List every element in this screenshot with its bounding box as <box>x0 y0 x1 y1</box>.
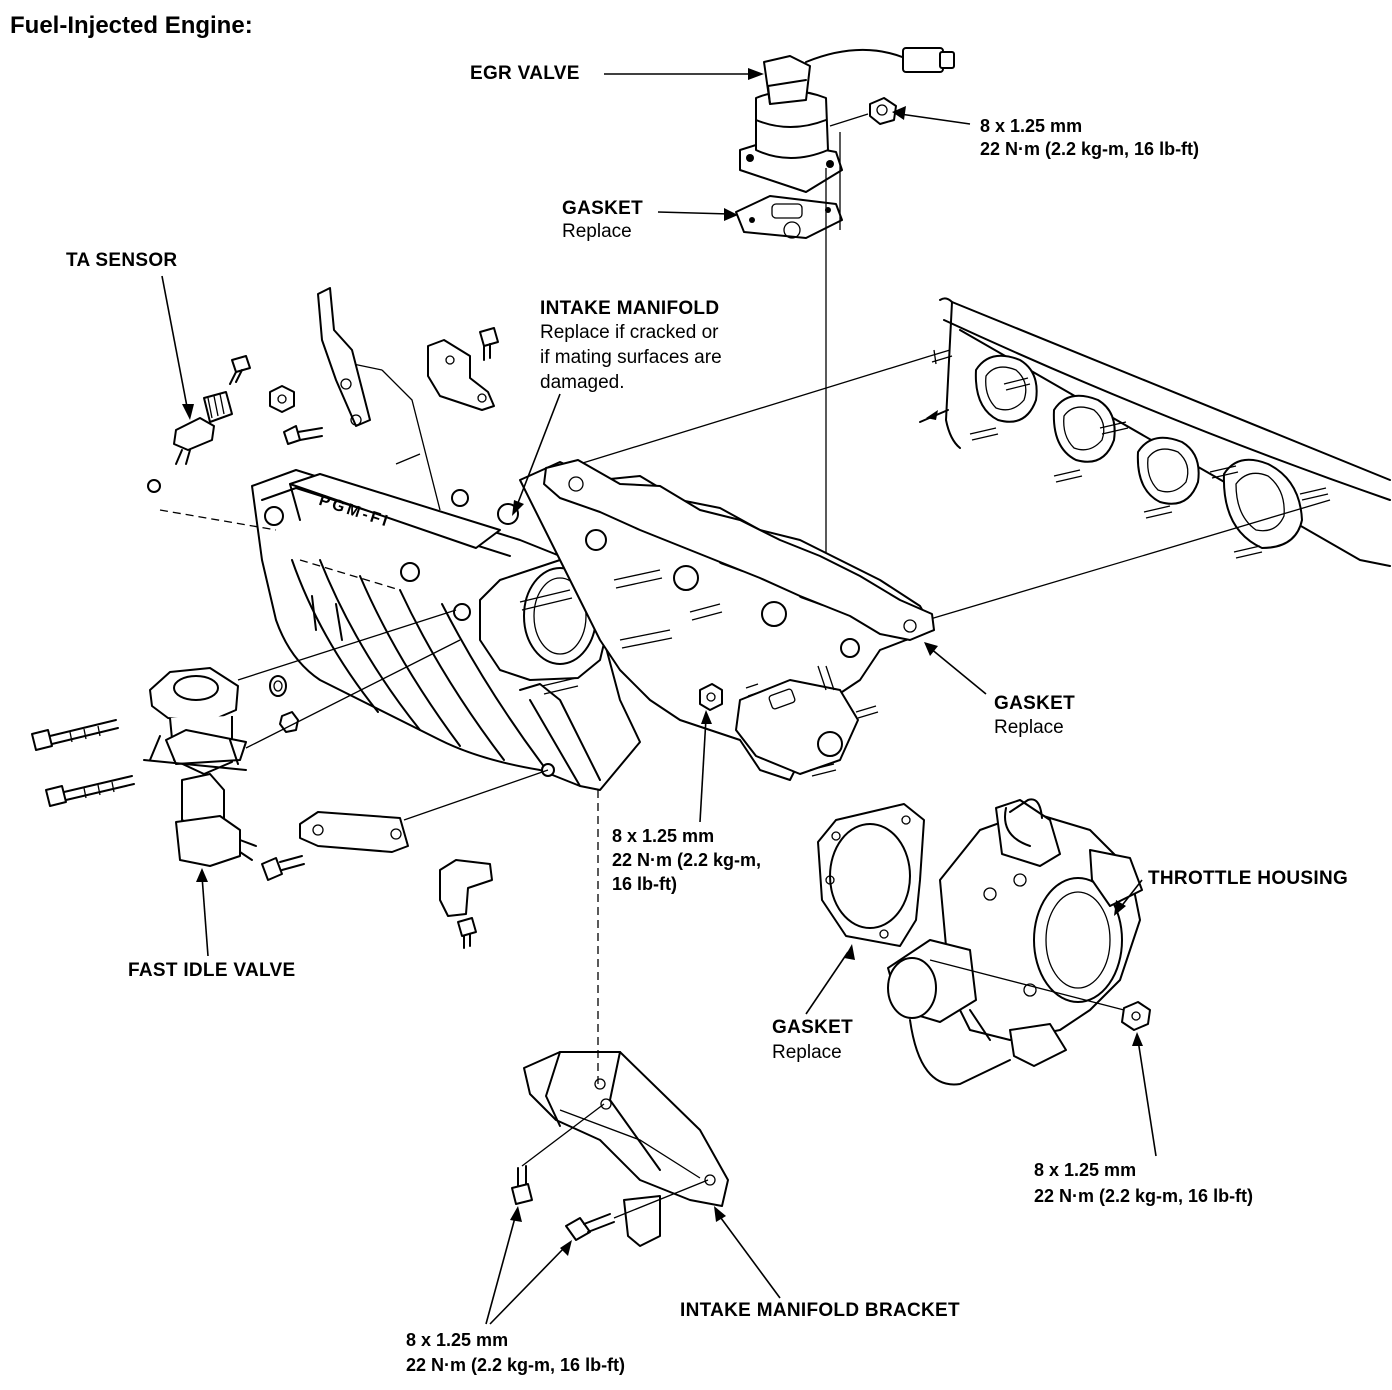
lower-left-bracket <box>299 811 409 853</box>
center-bolt-torque-2: 16 lb-ft) <box>612 874 677 894</box>
manifold-gasket-note: Replace <box>994 717 1064 738</box>
fast-idle-valve <box>143 667 257 867</box>
bracket-bolt-lower <box>283 425 323 445</box>
bracket-bolt-size: 8 x 1.25 mm <box>406 1330 509 1350</box>
center-bolt-size: 8 x 1.25 mm <box>612 826 715 846</box>
leader-lines <box>161 68 1157 1325</box>
page-title: Fuel-Injected Engine: <box>10 12 253 39</box>
lower-bracket-small <box>439 859 493 949</box>
egr-valve-label: EGR VALVE <box>470 63 580 84</box>
egr-gasket-label: GASKET <box>562 198 643 219</box>
throttle-gasket-note: Replace <box>772 1042 842 1063</box>
throttle-housing <box>887 798 1143 1086</box>
throttle-gasket <box>817 803 925 947</box>
bracket-bolt <box>479 327 499 361</box>
ta-sensor <box>147 391 233 493</box>
ta-sensor-bolt <box>229 355 251 385</box>
bracket-bolt-side <box>565 1213 615 1241</box>
cylinder-head-port-face <box>919 297 1391 567</box>
bracket-nut <box>269 385 295 413</box>
fiv-nut <box>279 711 299 733</box>
throttle-nut <box>1121 1001 1151 1031</box>
egr-nut <box>869 97 897 125</box>
egr-bolt-torque: 22 N·m (2.2 kg-m, 16 lb-ft) <box>980 139 1200 159</box>
small-bracket <box>427 339 495 411</box>
manifold-gasket-label: GASKET <box>994 693 1075 714</box>
intake-manifold-note-1: Replace if cracked or <box>540 322 719 343</box>
fiv-bolt-lower <box>45 775 135 807</box>
throttle-gasket-label: GASKET <box>772 1017 853 1038</box>
throttle-bolt-torque: 22 N·m (2.2 kg-m, 16 lb-ft) <box>1034 1186 1254 1206</box>
throttle-bolt-size: 8 x 1.25 mm <box>1034 1160 1137 1180</box>
fast-idle-valve-label: FAST IDLE VALVE <box>128 960 296 981</box>
lower-left-bolt <box>261 855 305 881</box>
bracket-bolt-torque: 22 N·m (2.2 kg-m, 16 lb-ft) <box>406 1355 626 1375</box>
egr-bolt-size: 8 x 1.25 mm <box>980 116 1083 136</box>
upper-bracket <box>317 287 371 427</box>
fiv-washer <box>269 675 287 697</box>
throttle-housing-label: THROTTLE HOUSING <box>1148 868 1349 889</box>
intake-manifold-note-2: if mating surfaces are <box>540 347 722 368</box>
egr-gasket-note: Replace <box>562 221 632 242</box>
intake-manifold-note-3: damaged. <box>540 372 625 393</box>
bracket-bolt-upper <box>511 1165 533 1205</box>
egr-valve <box>739 47 955 193</box>
intake-manifold <box>251 461 935 791</box>
intake-manifold-label: INTAKE MANIFOLD <box>540 298 720 319</box>
fiv-bolt-upper <box>31 719 119 751</box>
intake-manifold-bracket-label: INTAKE MANIFOLD BRACKET <box>680 1300 960 1321</box>
intake-manifold-bracket <box>523 1051 729 1247</box>
center-bolt-torque-1: 22 N·m (2.2 kg-m, <box>612 850 762 870</box>
manifold-gasket <box>543 459 935 641</box>
ta-sensor-label: TA SENSOR <box>66 250 178 271</box>
